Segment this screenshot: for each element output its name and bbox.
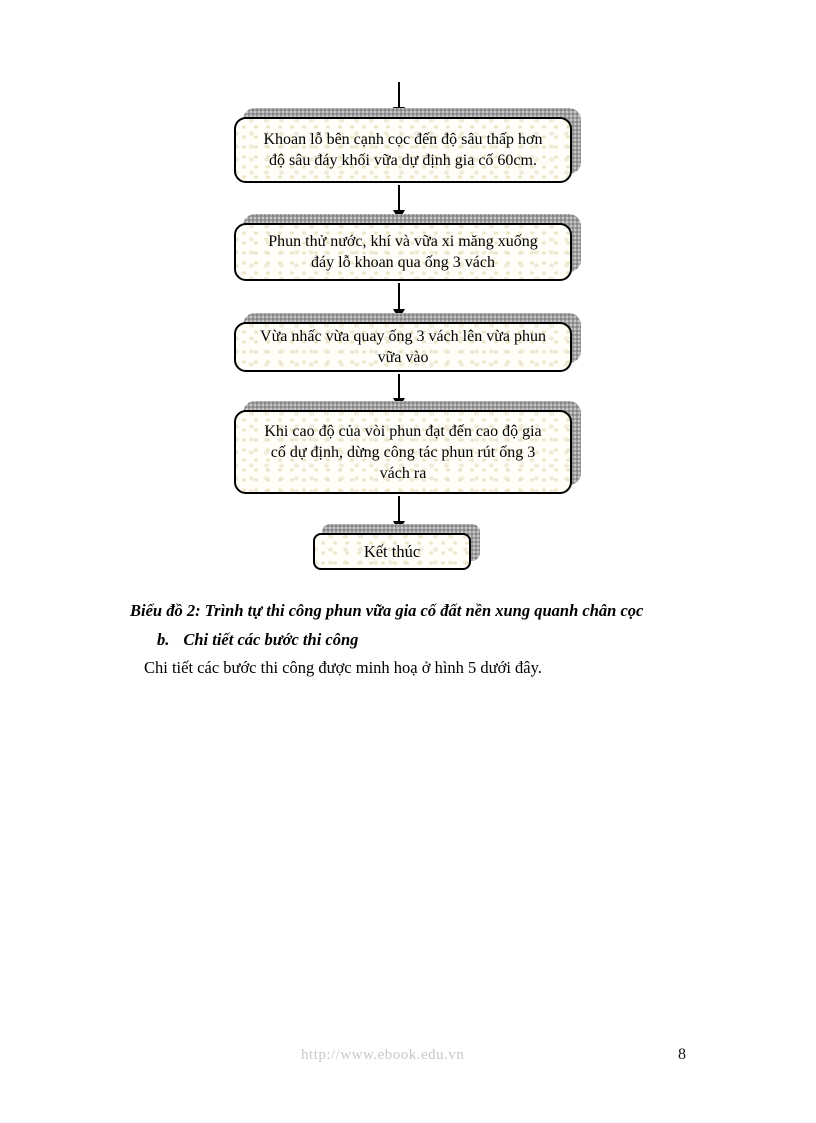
figure-caption: Biểu đồ 2: Trình tự thi công phun vữa gi…: [130, 601, 644, 620]
watermark-url: http://www.ebook.edu.vn: [301, 1047, 465, 1063]
flow-step-2-line: Phun thử nước, khí và vữa xi măng xuống: [268, 233, 538, 250]
flow-step-4: Khi cao độ của vòi phun đạt đến cao độ g…: [234, 401, 581, 494]
flow-step-3-box: Vừa nhấc vừa quay ống 3 vách lên vừa phu…: [234, 322, 572, 372]
page-number: 8: [678, 1046, 686, 1063]
flow-step-3-line: Vừa nhấc vừa quay ống 3 vách lên vừa phu…: [260, 328, 546, 345]
flow-step-2-line: đáy lỗ khoan qua ống 3 vách: [311, 254, 495, 271]
flow-step-3-line: vữa vào: [377, 349, 429, 366]
flow-step-end-box: Kết thúc: [313, 533, 471, 570]
flow-step-4-line: Khi cao độ của vòi phun đạt đến cao độ g…: [264, 422, 542, 440]
flow-step-1: Khoan lỗ bên cạnh cọc đến độ sâu thấp hơ…: [234, 108, 581, 183]
flow-step-end: Kết thúc: [313, 524, 480, 570]
flow-step-1-line: độ sâu đáy khối vữa dự định gia cố 60cm.: [269, 152, 537, 169]
flow-step-2-box: Phun thử nước, khí và vữa xi măng xuống …: [234, 223, 572, 281]
section-marker: b.: [157, 630, 170, 649]
flow-step-4-line: vách ra: [379, 464, 427, 482]
flow-step-2: Phun thử nước, khí và vữa xi măng xuống …: [234, 214, 581, 281]
body-paragraph: Chi tiết các bước thi công được minh hoạ…: [144, 658, 542, 677]
flow-step-end-line: Kết thúc: [363, 542, 421, 561]
section-title: Chi tiết các bước thi công: [183, 630, 359, 649]
flow-step-3: Vừa nhấc vừa quay ống 3 vách lên vừa phu…: [234, 313, 581, 372]
section-heading: b. Chi tiết các bước thi công: [157, 630, 358, 650]
flow-step-1-line: Khoan lỗ bên cạnh cọc đến độ sâu thấp hơ…: [263, 131, 543, 148]
flow-step-4-line: cố dự định, dừng công tác phun rút ống 3: [270, 443, 536, 461]
flow-step-1-box: Khoan lỗ bên cạnh cọc đến độ sâu thấp hơ…: [234, 117, 572, 183]
flow-step-4-box: Khi cao độ của vòi phun đạt đến cao độ g…: [234, 410, 572, 494]
